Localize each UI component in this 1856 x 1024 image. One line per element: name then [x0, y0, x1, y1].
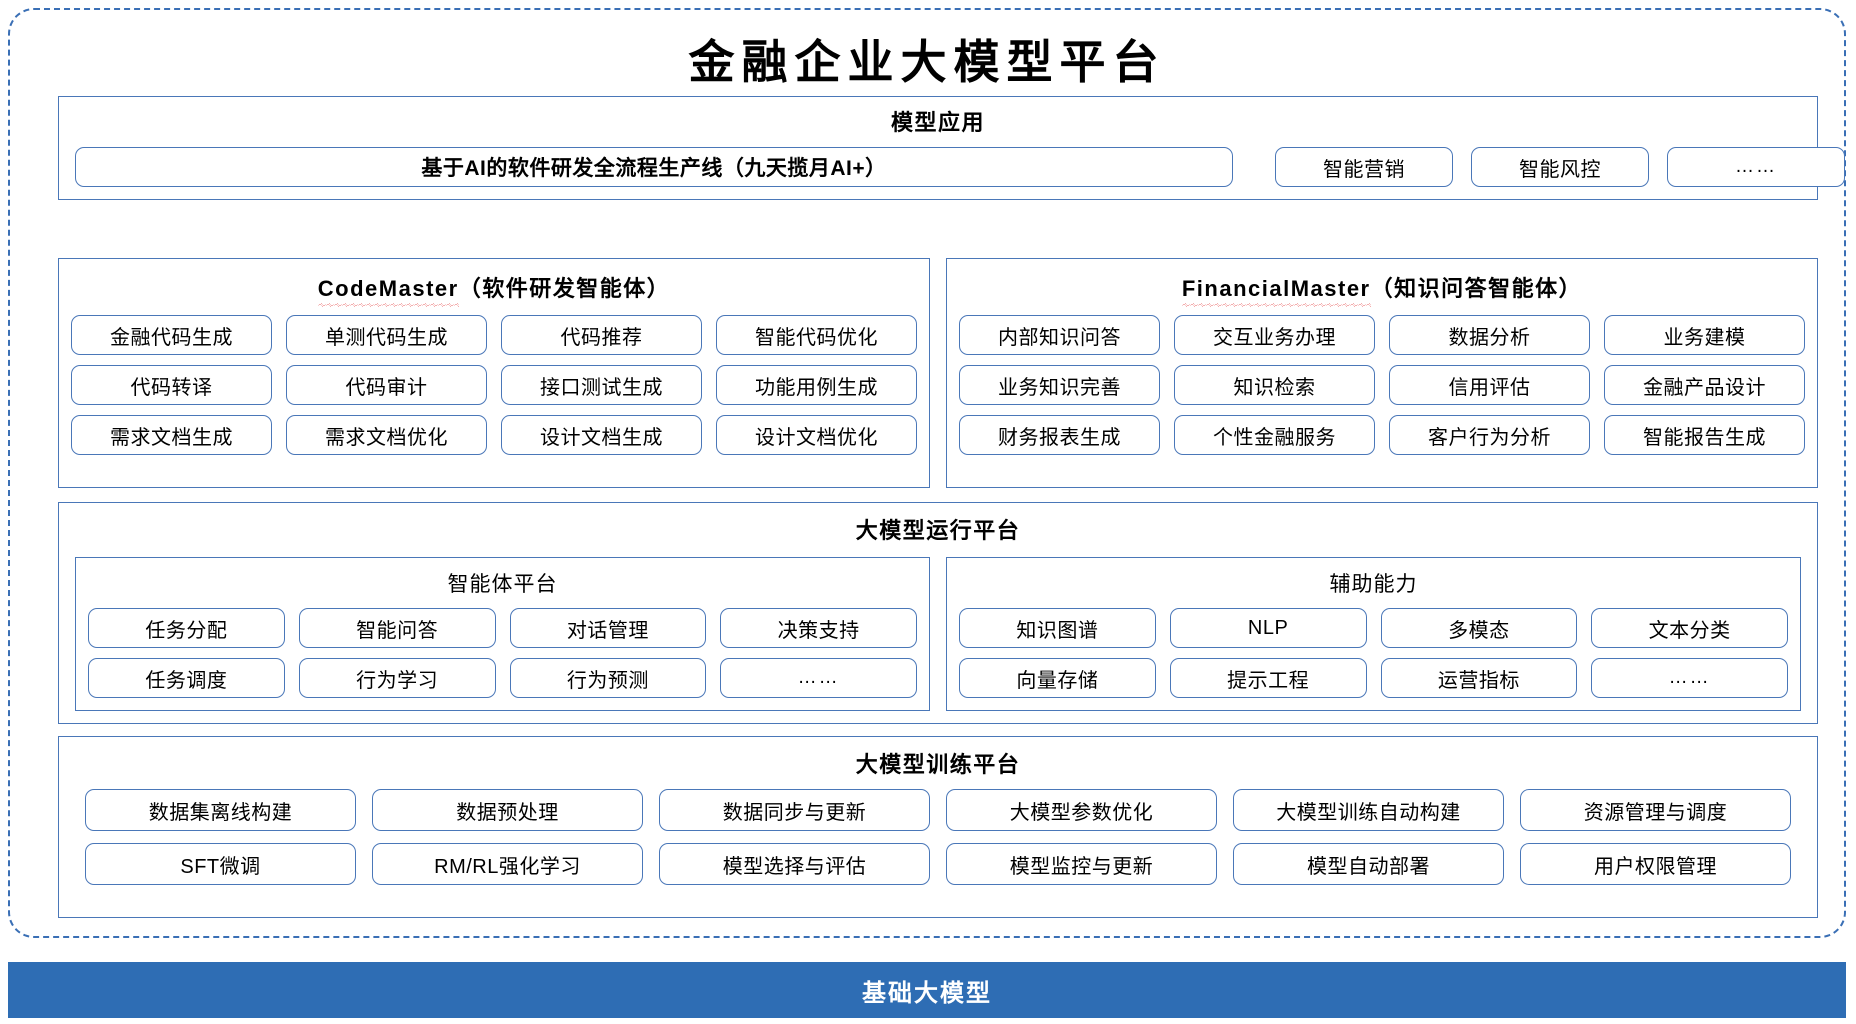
ap-item-2[interactable]: 对话管理	[509, 608, 707, 648]
sc-item-1[interactable]: NLP	[1169, 608, 1367, 648]
cm-item-2[interactable]: 代码推荐	[501, 315, 702, 355]
cm-item-3[interactable]: 智能代码优化	[716, 315, 917, 355]
fm-item-10[interactable]: 客户行为分析	[1389, 415, 1590, 455]
tp-item-0[interactable]: 数据集离线构建	[85, 789, 356, 831]
agent-panel-codemaster: CodeMaster（软件研发智能体） 金融代码生成 单测代码生成 代码推荐 智…	[58, 258, 930, 488]
agent-financialmaster-subtitle: （知识问答智能体）	[1370, 276, 1583, 301]
train-platform-items: 数据集离线构建 数据预处理 数据同步与更新 大模型参数优化 大模型训练自动构建 …	[59, 779, 1817, 885]
fm-item-0[interactable]: 内部知识问答	[959, 315, 1160, 355]
ap-item-more[interactable]: ……	[720, 658, 917, 698]
model-application-secondary-items: 智能营销 智能风控 ……	[1275, 147, 1845, 187]
cm-item-1[interactable]: 单测代码生成	[286, 315, 487, 355]
tp-item-7[interactable]: RM/RL强化学习	[372, 843, 643, 885]
run-section-agent-platform-items: 任务分配 智能问答 对话管理 决策支持 任务调度 行为学习 行为预测 ……	[88, 608, 917, 698]
tp-item-11[interactable]: 用户权限管理	[1520, 843, 1791, 885]
tp-item-3[interactable]: 大模型参数优化	[946, 789, 1217, 831]
tp-item-5[interactable]: 资源管理与调度	[1520, 789, 1791, 831]
fm-item-7[interactable]: 金融产品设计	[1604, 365, 1805, 405]
cm-item-5[interactable]: 代码审计	[286, 365, 487, 405]
run-platform-panel: 大模型运行平台 智能体平台 任务分配 智能问答 对话管理 决策支持 任务调度 行…	[58, 502, 1818, 724]
agent-financialmaster-name: FinancialMaster	[1181, 276, 1371, 307]
cm-item-11[interactable]: 设计文档优化	[716, 415, 917, 455]
ap-item-4[interactable]: 任务调度	[88, 658, 285, 698]
diagram-frame: 金融企业大模型平台 模型应用 基于AI的软件研发全流程生产线（九天揽月AI+） …	[8, 8, 1846, 938]
fm-item-1[interactable]: 交互业务办理	[1174, 315, 1375, 355]
run-section-agent-platform-title: 智能体平台	[447, 573, 558, 596]
fm-item-9[interactable]: 个性金融服务	[1174, 415, 1375, 455]
run-section-agent-platform: 智能体平台 任务分配 智能问答 对话管理 决策支持 任务调度 行为学习 行为预测…	[75, 557, 930, 711]
sc-item-6[interactable]: 运营指标	[1380, 658, 1578, 698]
ap-item-3[interactable]: 决策支持	[720, 608, 917, 648]
tp-item-9[interactable]: 模型监控与更新	[946, 843, 1217, 885]
sc-item-4[interactable]: 向量存储	[959, 658, 1156, 698]
train-platform-panel: 大模型训练平台 数据集离线构建 数据预处理 数据同步与更新 大模型参数优化 大模…	[58, 736, 1818, 918]
ap-item-6[interactable]: 行为预测	[509, 658, 707, 698]
run-section-support-capability-items: 知识图谱 NLP 多模态 文本分类 向量存储 提示工程 运营指标 ……	[959, 608, 1788, 698]
run-section-support-capability-title: 辅助能力	[1329, 573, 1418, 596]
flagship-product-pill[interactable]: 基于AI的软件研发全流程生产线（九天揽月AI+）	[75, 147, 1233, 187]
ap-item-1[interactable]: 智能问答	[298, 608, 496, 648]
foundation-model-label: 基础大模型	[862, 979, 992, 1007]
fm-item-5[interactable]: 知识检索	[1174, 365, 1375, 405]
agent-panel-financialmaster: FinancialMaster（知识问答智能体） 内部知识问答 交互业务办理 数…	[946, 258, 1818, 488]
agent-codemaster-title: CodeMaster（软件研发智能体）	[71, 271, 917, 307]
tp-item-8[interactable]: 模型选择与评估	[659, 843, 930, 885]
ap-item-0[interactable]: 任务分配	[88, 608, 285, 648]
tp-item-10[interactable]: 模型自动部署	[1233, 843, 1504, 885]
ap-item-5[interactable]: 行为学习	[298, 658, 496, 698]
page-title: 金融企业大模型平台	[688, 37, 1166, 88]
run-platform-title: 大模型运行平台	[855, 518, 1021, 543]
fm-item-6[interactable]: 信用评估	[1389, 365, 1590, 405]
model-application-panel: 模型应用 基于AI的软件研发全流程生产线（九天揽月AI+） 智能营销 智能风控 …	[58, 96, 1845, 200]
agent-codemaster-subtitle: （软件研发智能体）	[458, 276, 671, 301]
sc-item-0[interactable]: 知识图谱	[959, 608, 1156, 648]
sc-item-2[interactable]: 多模态	[1380, 608, 1578, 648]
fm-item-3[interactable]: 业务建模	[1604, 315, 1805, 355]
model-application-items: 基于AI的软件研发全流程生产线（九天揽月AI+） 智能营销 智能风控 ……	[59, 147, 1845, 187]
cm-item-4[interactable]: 代码转译	[71, 365, 272, 405]
fm-item-8[interactable]: 财务报表生成	[959, 415, 1160, 455]
agent-financialmaster-title: FinancialMaster（知识问答智能体）	[959, 271, 1805, 307]
sc-item-3[interactable]: 文本分类	[1591, 608, 1788, 648]
cm-item-8[interactable]: 需求文档生成	[71, 415, 272, 455]
run-platform-sections: 智能体平台 任务分配 智能问答 对话管理 决策支持 任务调度 行为学习 行为预测…	[59, 545, 1817, 711]
sc-item-5[interactable]: 提示工程	[1169, 658, 1367, 698]
fm-item-4[interactable]: 业务知识完善	[959, 365, 1160, 405]
app-item-more[interactable]: ……	[1667, 147, 1845, 187]
cm-item-0[interactable]: 金融代码生成	[71, 315, 272, 355]
tp-item-1[interactable]: 数据预处理	[372, 789, 643, 831]
cm-item-6[interactable]: 接口测试生成	[501, 365, 702, 405]
foundation-model-bar: 基础大模型	[8, 962, 1846, 1018]
tp-item-6[interactable]: SFT微调	[85, 843, 356, 885]
tp-item-4[interactable]: 大模型训练自动构建	[1233, 789, 1504, 831]
model-application-title: 模型应用	[890, 110, 985, 135]
cm-item-10[interactable]: 设计文档生成	[501, 415, 702, 455]
agents-row: CodeMaster（软件研发智能体） 金融代码生成 单测代码生成 代码推荐 智…	[58, 258, 1818, 488]
cm-item-7[interactable]: 功能用例生成	[716, 365, 917, 405]
run-section-support-capability: 辅助能力 知识图谱 NLP 多模态 文本分类 向量存储 提示工程 运营指标 ……	[946, 557, 1801, 711]
app-item-marketing[interactable]: 智能营销	[1275, 147, 1453, 187]
fm-item-2[interactable]: 数据分析	[1389, 315, 1590, 355]
app-item-risk-control[interactable]: 智能风控	[1471, 147, 1649, 187]
agent-codemaster-items: 金融代码生成 单测代码生成 代码推荐 智能代码优化 代码转译 代码审计 接口测试…	[71, 315, 917, 455]
sc-item-more[interactable]: ……	[1591, 658, 1788, 698]
train-platform-title: 大模型训练平台	[855, 752, 1021, 777]
fm-item-11[interactable]: 智能报告生成	[1604, 415, 1805, 455]
cm-item-9[interactable]: 需求文档优化	[286, 415, 487, 455]
agent-codemaster-name: CodeMaster	[317, 276, 459, 307]
tp-item-2[interactable]: 数据同步与更新	[659, 789, 930, 831]
agent-financialmaster-items: 内部知识问答 交互业务办理 数据分析 业务建模 业务知识完善 知识检索 信用评估…	[959, 315, 1805, 455]
